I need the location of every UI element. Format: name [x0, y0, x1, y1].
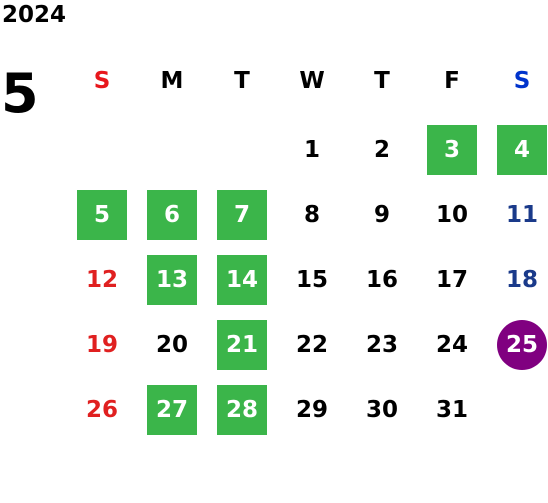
- calendar-day-27[interactable]: 27: [147, 385, 197, 435]
- calendar-day-8[interactable]: 8: [303, 202, 320, 228]
- calendar-day-15[interactable]: 15: [295, 267, 328, 293]
- weekday-header-friday: F: [444, 68, 460, 94]
- calendar-day-20[interactable]: 20: [155, 332, 188, 358]
- calendar-day-16[interactable]: 16: [365, 267, 398, 293]
- weekday-header-wednesday: W: [299, 68, 325, 94]
- calendar-day-11[interactable]: 11: [505, 202, 538, 228]
- calendar-day-17[interactable]: 17: [435, 267, 468, 293]
- calendar-day-18[interactable]: 18: [505, 267, 538, 293]
- weekday-header-monday: M: [160, 68, 184, 94]
- calendar-day-14[interactable]: 14: [217, 255, 267, 305]
- calendar-day-25[interactable]: 25: [497, 320, 547, 370]
- calendar-day-7[interactable]: 7: [217, 190, 267, 240]
- calendar-day-13[interactable]: 13: [147, 255, 197, 305]
- weekday-header-thursday: T: [374, 68, 390, 94]
- calendar-day-21[interactable]: 21: [217, 320, 267, 370]
- calendar-day-31[interactable]: 31: [435, 397, 468, 423]
- weekday-header-sunday: S: [93, 68, 111, 94]
- weekday-header-saturday: S: [513, 68, 531, 94]
- calendar-day-19[interactable]: 19: [85, 332, 118, 358]
- calendar-day-24[interactable]: 24: [435, 332, 468, 358]
- calendar-day-9[interactable]: 9: [373, 202, 390, 228]
- calendar-day-1[interactable]: 1: [303, 137, 320, 163]
- calendar-day-10[interactable]: 10: [435, 202, 468, 228]
- weekday-header-tuesday: T: [234, 68, 250, 94]
- calendar-day-26[interactable]: 26: [85, 397, 118, 423]
- calendar-day-22[interactable]: 22: [295, 332, 328, 358]
- calendar-month: 5: [1, 62, 39, 125]
- calendar-day-3[interactable]: 3: [427, 125, 477, 175]
- calendar-year: 2024: [2, 2, 67, 28]
- calendar-day-23[interactable]: 23: [365, 332, 398, 358]
- calendar-day-4[interactable]: 4: [497, 125, 547, 175]
- calendar-day-28[interactable]: 28: [217, 385, 267, 435]
- calendar-day-30[interactable]: 30: [365, 397, 398, 423]
- calendar-day-5[interactable]: 5: [77, 190, 127, 240]
- calendar-day-12[interactable]: 12: [85, 267, 118, 293]
- calendar-day-29[interactable]: 29: [295, 397, 328, 423]
- calendar-day-2[interactable]: 2: [373, 137, 390, 163]
- calendar-day-6[interactable]: 6: [147, 190, 197, 240]
